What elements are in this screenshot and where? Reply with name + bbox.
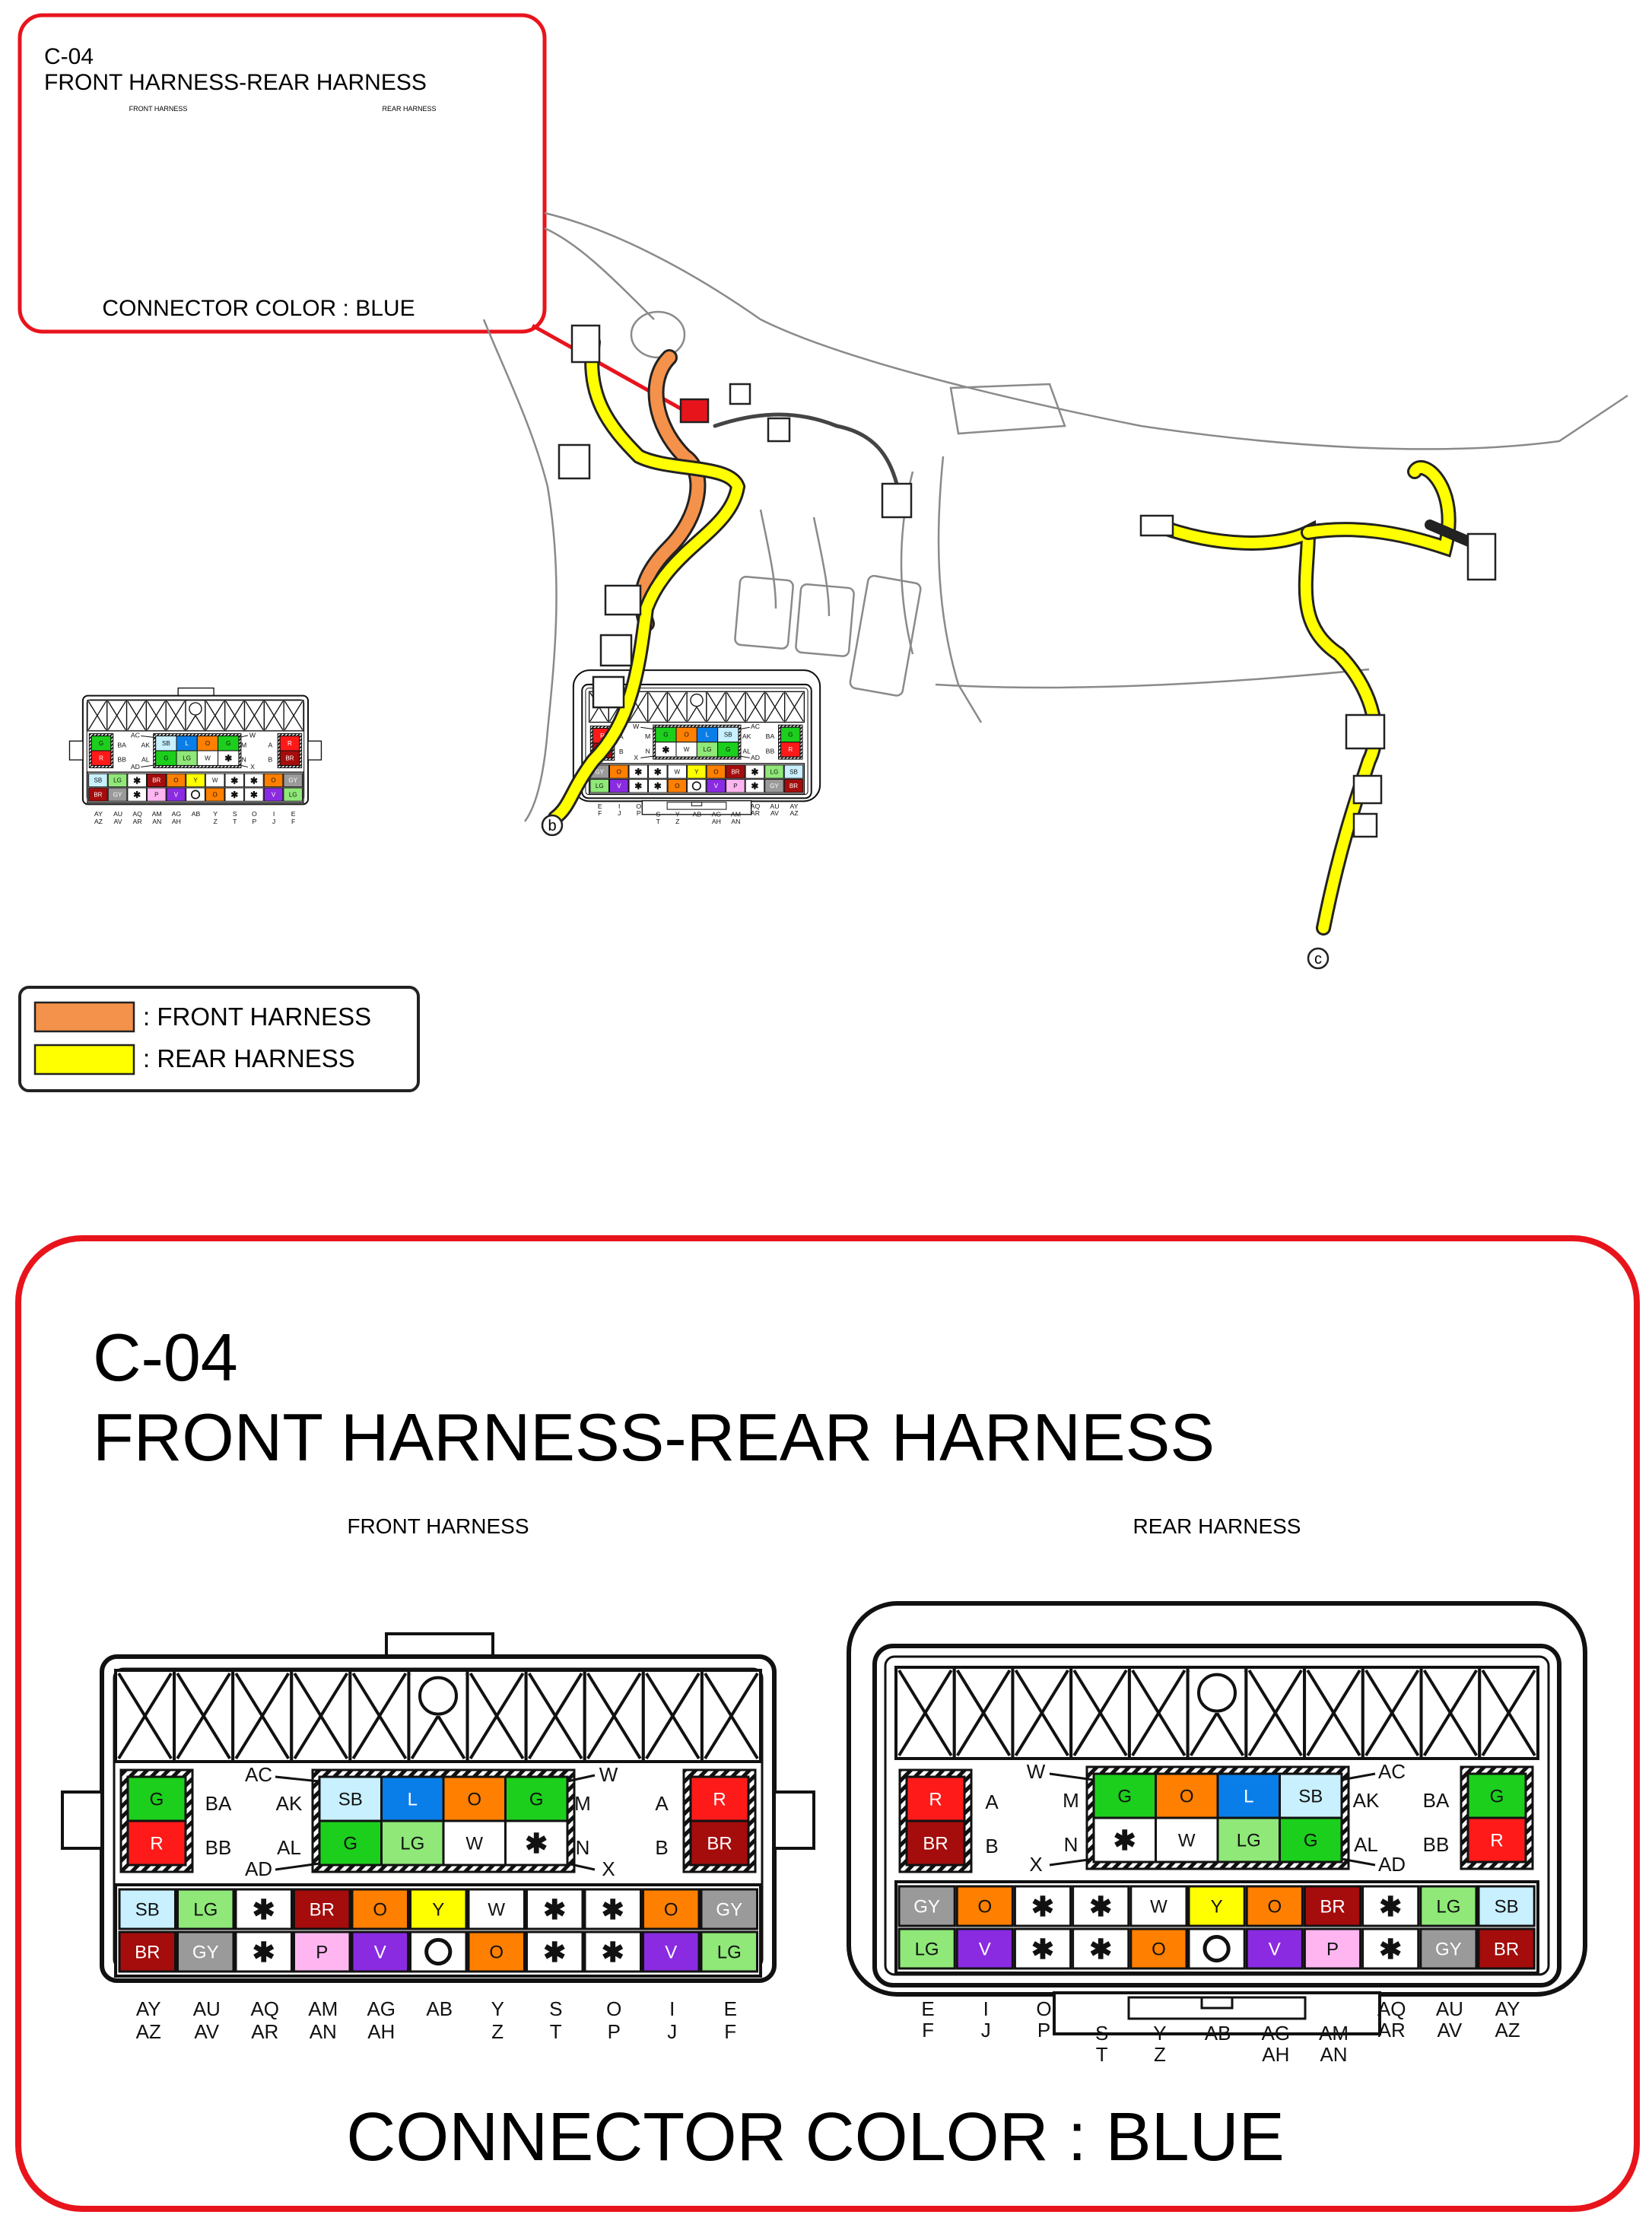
inset-title: FRONT HARNESS-REAR HARNESS [44, 70, 427, 95]
legend-rear-swatch [33, 1044, 135, 1076]
inset-rear-label: REAR HARNESS [382, 105, 436, 113]
inset-connector-color: CONNECTOR COLOR : BLUE [102, 296, 415, 321]
vehicle-illustration [482, 211, 1628, 822]
connector-color-text: CONNECTOR COLOR : BLUE [346, 2099, 1285, 2175]
legend-front-swatch [33, 1001, 135, 1033]
legend-front-label: : FRONT HARNESS [143, 1002, 371, 1031]
front-harness-label: FRONT HARNESS [347, 1514, 529, 1538]
illustration-connectors [558, 324, 1497, 838]
detail-panel: C-04 FRONT HARNESS-REAR HARNESS FRONT HA… [15, 1235, 1640, 2212]
inset-panel: C-04 FRONT HARNESS-REAR HARNESS FRONT HA… [17, 13, 821, 826]
inset-front-label: FRONT HARNESS [129, 105, 188, 113]
callout-c-label: c [1314, 951, 1322, 968]
rear-harness-label: REAR HARNESS [1133, 1514, 1301, 1538]
rear-harness-connector [849, 1603, 1585, 2066]
inset-front-connector [68, 687, 322, 826]
rear-harness-route [548, 335, 1488, 936]
callout-b: b [541, 814, 564, 837]
front-harness-connector [62, 1634, 814, 2043]
page-title: FRONT HARNESS-REAR HARNESS [93, 1400, 1215, 1475]
front-harness-route [634, 349, 707, 632]
inset-code: C-04 [44, 44, 94, 69]
callout-b-label: b [548, 818, 556, 834]
callout-c: c [1307, 947, 1330, 970]
harness-legend: : FRONT HARNESS : REAR HARNESS [18, 986, 420, 1092]
legend-rear-label: : REAR HARNESS [143, 1044, 355, 1072]
page-code: C-04 [93, 1320, 238, 1395]
